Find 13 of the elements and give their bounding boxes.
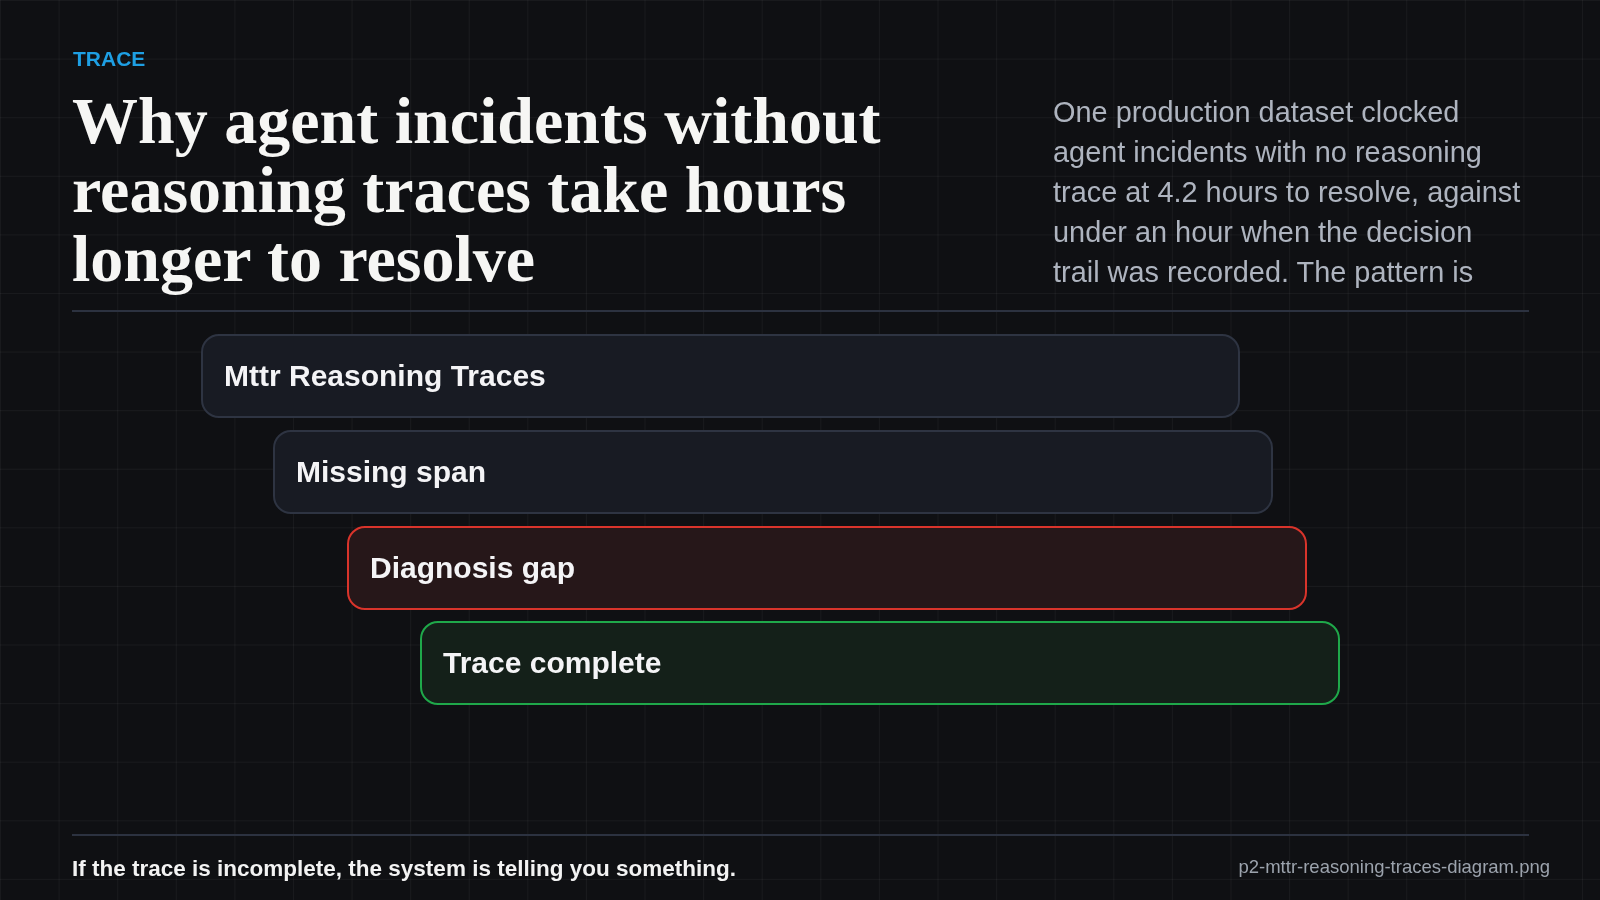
stage-bar	[347, 526, 1307, 610]
stage-label: Mttr Reasoning Traces	[224, 358, 546, 394]
title: Why agent incidents without reasoning traces take hours longer to resolve	[72, 86, 882, 293]
stage-bar	[201, 334, 1240, 418]
footer-note: If the trace is incomplete, the system is telling you something.	[72, 855, 736, 883]
file-name-text: p2-mttr-reasoning-traces-diagram.png	[1238, 855, 1550, 879]
stage-bar	[420, 621, 1340, 705]
intro-paragraph: One production dataset clocked agent incidents with no reasoning trace at 4.2 hours to resolve, against under an hour when the decision trail was recorded. The pattern is	[1053, 95, 1522, 290]
stage-label: Diagnosis gap	[370, 550, 576, 586]
stage-label: Trace complete	[443, 645, 662, 681]
stage-label: Missing span	[296, 454, 487, 490]
section-label: TRACE	[73, 46, 146, 72]
stage-bar	[273, 430, 1273, 514]
